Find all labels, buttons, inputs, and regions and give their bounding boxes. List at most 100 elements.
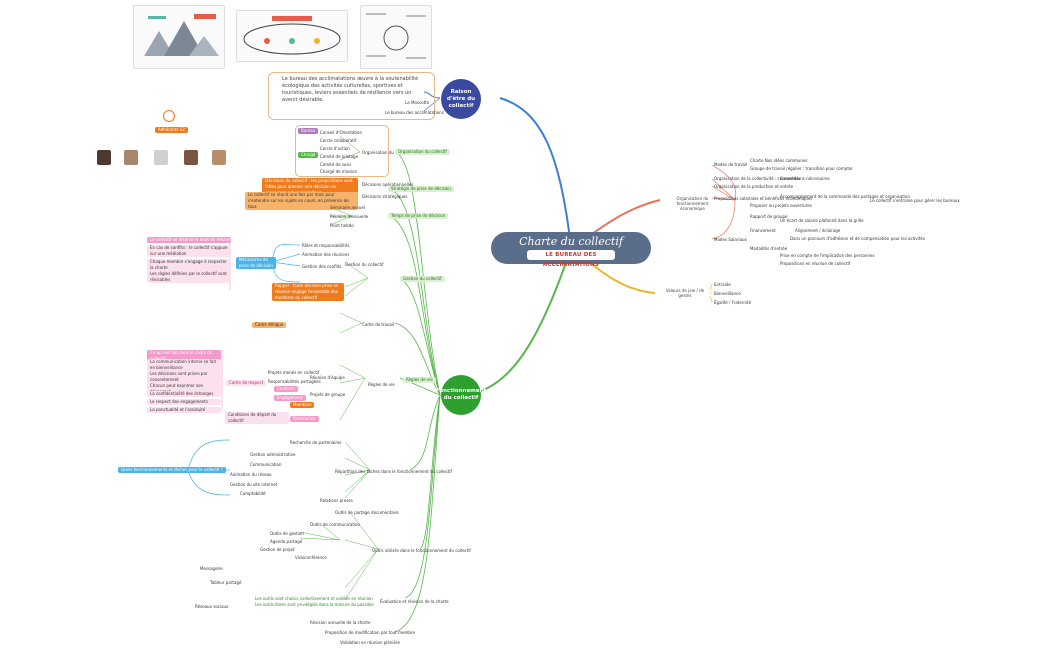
raison-paragraph-box (268, 72, 435, 120)
outils-item-7: Messagerie (200, 566, 223, 571)
regles-pink-6: La ponctualité et l'assiduité (147, 407, 221, 413)
organisation-detail-10: Modalités d'entrée (750, 246, 788, 251)
strategie-label[interactable]: Stratégie de prise de décision (388, 186, 454, 192)
regles-item-2: Responsabilités partagées (268, 379, 321, 384)
cadre-label: Cadre de travail (362, 322, 395, 327)
repartition-blue[interactable]: Quels fonctionnements et tâches pour le … (118, 467, 226, 473)
organisation-label: Organisation du fonctionnement économiqu… (676, 196, 709, 211)
regles-green-tag[interactable]: Règles de vie (403, 377, 436, 383)
sketch-illustration-icon (366, 13, 426, 59)
temps-item-1: Séminaire annuel (330, 205, 366, 210)
organisation-detail-4: Accompagnement de la commande des partag… (780, 194, 910, 199)
orga-label: Organisation du collectif (362, 150, 411, 155)
organisation-item-2: Organisation de la collectivité : conven… (714, 176, 800, 181)
regles-badge-3[interactable]: Membres (290, 402, 315, 408)
gouvernance-badge[interactable]: Adhérents 12 (155, 127, 188, 133)
gestion-blue-label[interactable]: Mécanisme de prise de décision (236, 257, 276, 269)
organisation-detail-6: Proposer ou projets ouvertures (750, 203, 812, 208)
valeurs-item-3: Égalité / Fraternité (714, 300, 752, 305)
orga-item-3: Cercle d'action (320, 146, 350, 151)
outils-item-3: Outils de gestion (270, 531, 304, 536)
regles-badge-1[interactable]: Contacts (274, 386, 298, 392)
brand-logo: LE BUREAU DES ACCLIMATATIONS (527, 250, 615, 268)
organisation-detail-8: Financement (750, 228, 776, 233)
outils-item-1: Outils de partage documentaire (335, 510, 399, 515)
temps-item-3: Point hebdo (330, 223, 354, 228)
avatar (97, 150, 111, 165)
organisation-detail-1: Charte Nos idées communes (750, 158, 808, 163)
organisation-detail-3: Conventions nécessaires (780, 176, 830, 181)
organisation-detail-5: Le collectif s'entraîne pour gérer les b… (870, 198, 960, 203)
gestion-orange-note: Rappel : toute décision prise en réunion… (272, 283, 344, 301)
outils-item-5: Gestion de projet (260, 547, 295, 552)
avatar (212, 150, 226, 165)
outils-item-4: Agenda partagé (270, 539, 303, 544)
strategie-item-2: Décisions stratégiques (362, 194, 408, 199)
valeurs-item-1: Entraide (714, 282, 731, 287)
hub-fonctionnement[interactable]: Fonctionnement du collectif (436, 375, 486, 415)
branch-raison-sub (423, 91, 441, 99)
regles-item-3: Réunion d'équipe (310, 375, 345, 380)
repartition-item-6: Comptabilité (240, 491, 266, 496)
regles-pink-label[interactable]: Cadre de respect (226, 380, 267, 386)
thumbnail-mountains[interactable] (133, 5, 225, 69)
raison-item-2: Le bureau des acclimatations (385, 110, 444, 115)
organisation-detail-7: Rapport de groupe (750, 214, 788, 219)
strategie-note-2: Le collectif se réunit une fois par mois… (245, 192, 358, 210)
hub-raison[interactable]: Raison d'être du collectif (441, 79, 481, 119)
outils-item-2: Outils de communication (310, 522, 361, 527)
repartition-label: Répartition des tâches dans le fonctionn… (335, 469, 452, 474)
evaluation-item-1: Révision annuelle de la charte (310, 620, 371, 625)
repartition-item-2: Gestion administrative (250, 452, 296, 457)
temps-item-2: Réunion mensuelle (330, 214, 369, 219)
outils-item-8: Tableur partagé (210, 580, 242, 585)
thumbnail-landscape[interactable] (236, 10, 348, 62)
organisation-detail-2: Groupe de travail régulier : transition … (750, 166, 853, 171)
orga-box (295, 125, 389, 177)
orga-badge-bureau: Bureau (298, 128, 319, 134)
organisation-item-5: Modes Salariaux (714, 237, 747, 242)
gestion-pink-title: Le collectif se réserve le droit de refu… (147, 237, 231, 243)
evaluation-label: Évaluation et révision de la charte (380, 599, 449, 604)
orga-badge-charge: Chargé (298, 152, 319, 158)
central-topic[interactable]: Charte du collectif LE BUREAU DES ACCLIM… (491, 232, 651, 268)
regles-pink-5: Le respect des engagements (147, 399, 221, 405)
valeurs-item-2: Bienveillance (714, 291, 741, 296)
gestion-label: Gestion du collectif (345, 262, 384, 267)
orga-green-tag[interactable]: Organisation du collectif (395, 149, 450, 155)
branch-fonctionnement (464, 247, 572, 396)
organisation-detail-9: Alignement / éclairage (795, 228, 841, 233)
evaluation-item-2: Proposition de modification par tout mem… (325, 630, 415, 635)
landscape-illustration-icon (243, 16, 341, 55)
avatar (154, 150, 168, 165)
regles-item-1: Projets menés en collectif (268, 370, 320, 375)
regles-note: Conditions de départ du collectif (225, 412, 289, 424)
central-title: Charte du collectif (519, 235, 623, 248)
evaluation-item-3: Validation en réunion plénière (340, 640, 400, 645)
strategie-item-1: Décisions opérationnelles (362, 182, 414, 187)
regles-item-4: Projets de groupe (310, 392, 346, 397)
orga-item-6: Chargé de mission (320, 169, 358, 174)
orga-item-4: Comité de pilotage (320, 154, 359, 159)
gestion-green-tag[interactable]: Gestion du collectif (400, 276, 445, 282)
gestion-pink-2: Chaque membre s'engage à respecter la ch… (147, 259, 231, 271)
organisation-detail-14: Propositions en réunion de collectif (780, 261, 851, 266)
regles-label: Règles de vie (368, 382, 395, 387)
regles-badge-2[interactable]: Engagement (274, 395, 306, 401)
cadre-orange[interactable]: Cadre éthique (252, 322, 287, 328)
temps-label[interactable]: Temps de prise de décision (388, 213, 449, 219)
outils-green-note-1: Les outils sont choisis collectivement e… (255, 596, 373, 601)
mountain-illustration-icon (144, 14, 219, 56)
regles-pink-1: La communication interne se fait en bien… (147, 359, 221, 371)
outils-label: Outils utilisés dans le fonctionnement d… (372, 548, 471, 553)
gestion-item-1: Rôles et responsabilités (302, 243, 350, 248)
regles-pink-4: La confidentialité des échanges (147, 391, 221, 397)
avatar (184, 150, 198, 165)
outils-item-6: Visioconférence (295, 555, 327, 560)
regles-badge-4[interactable]: Partenaires (290, 416, 319, 422)
repartition-item-1: Recherche de partenaires (290, 440, 342, 445)
thumbnail-sketch[interactable] (360, 5, 432, 69)
organisation-item-3: Organisation de la production et entrée (714, 184, 794, 189)
gestion-pink-3: Les règles définies par le collectif son… (147, 271, 231, 283)
gestion-item-2: Animation des réunions (302, 252, 350, 257)
